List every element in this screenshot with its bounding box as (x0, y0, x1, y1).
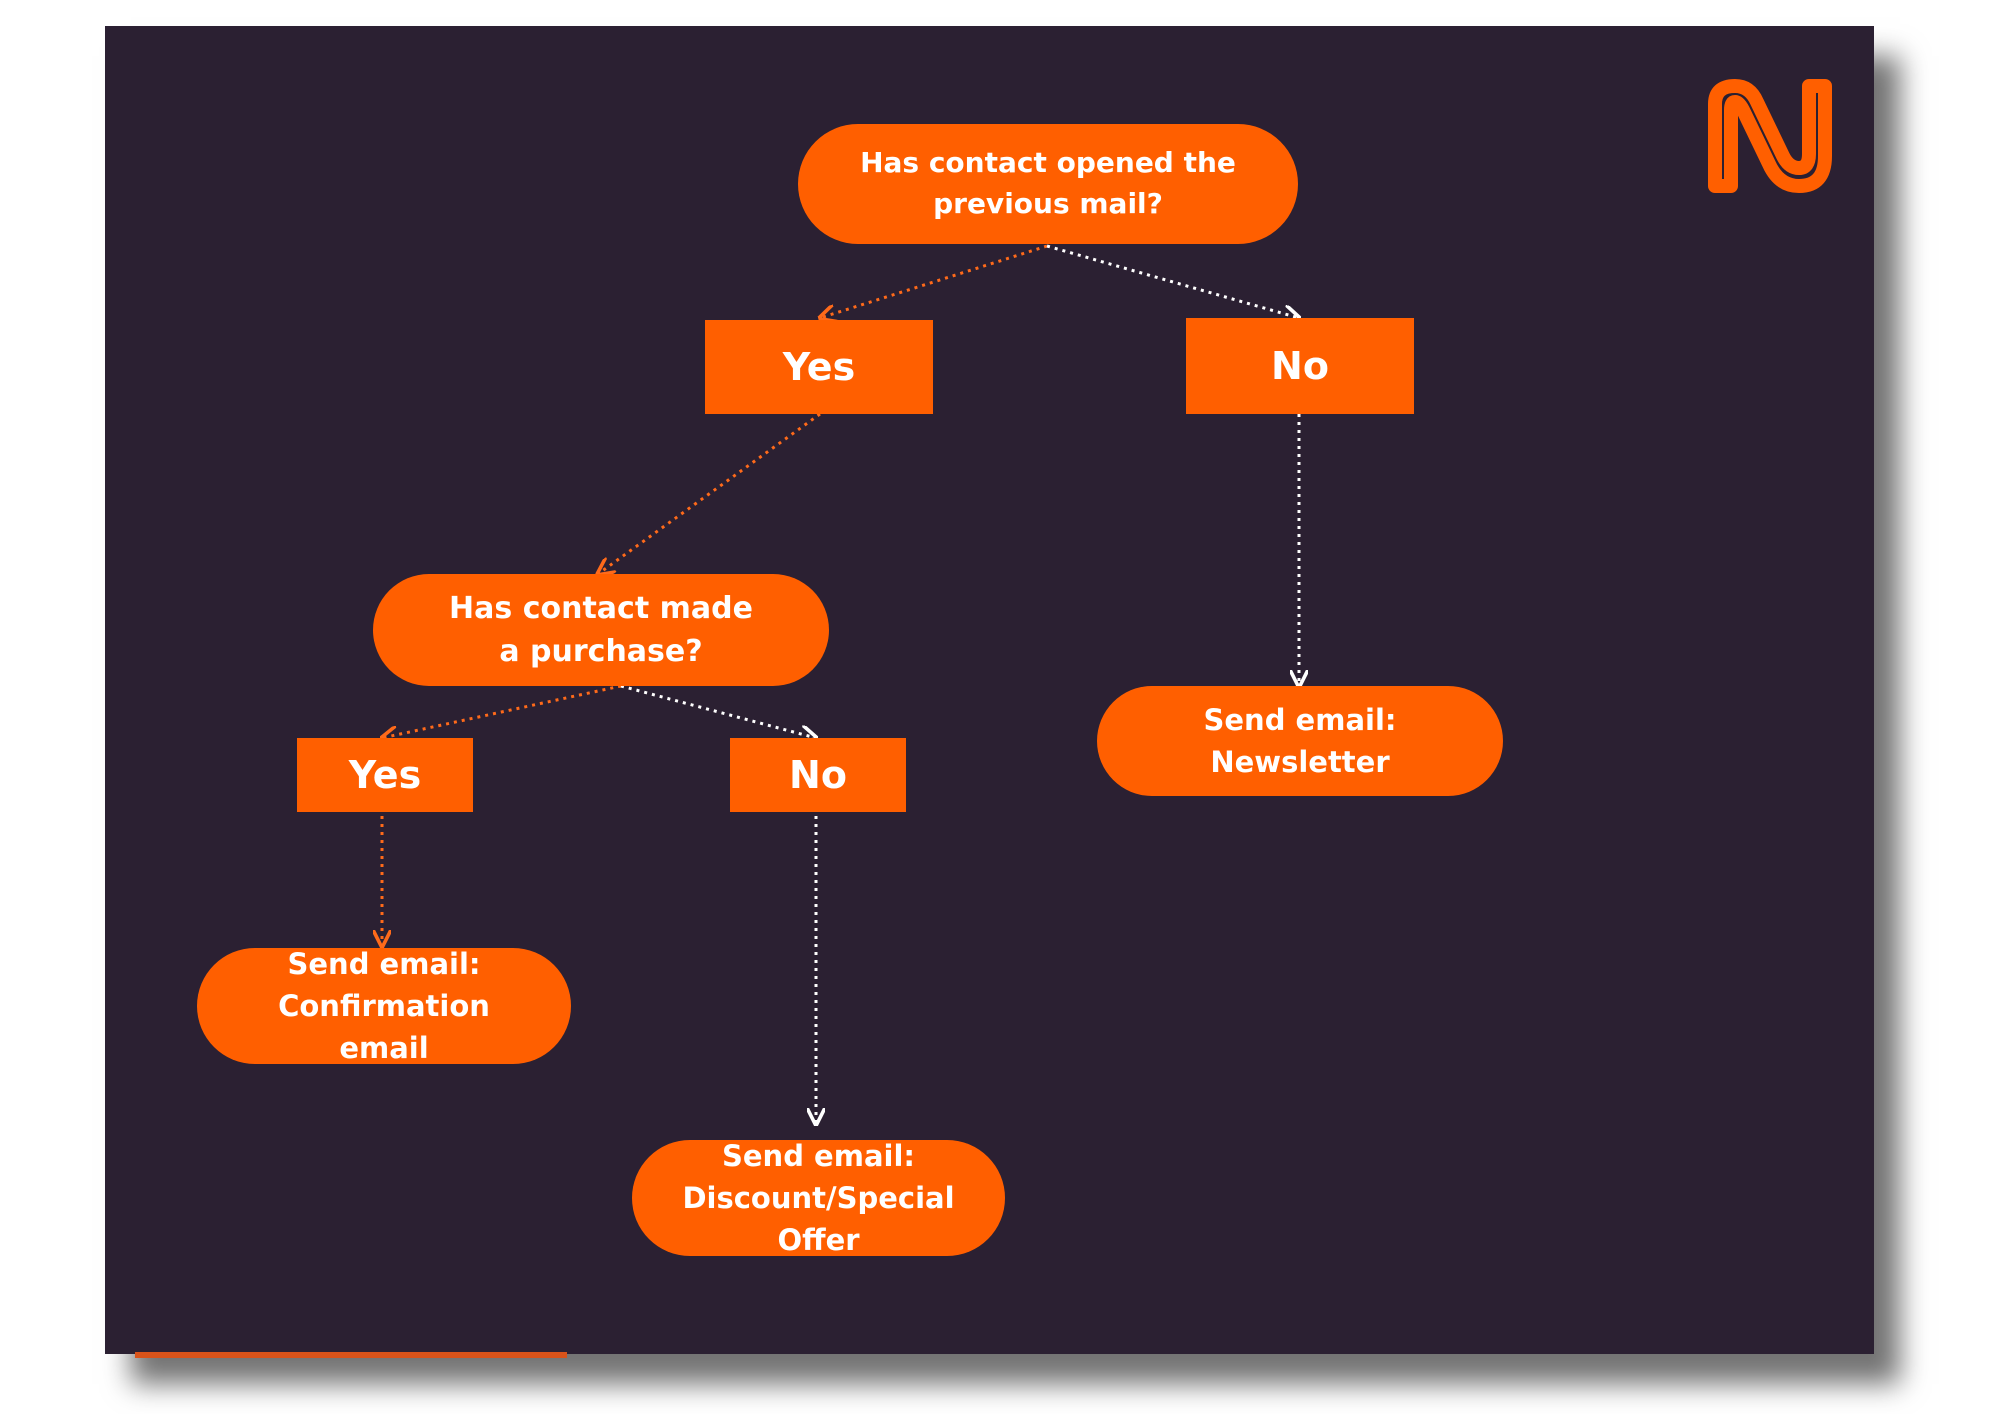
connector-yes-q2 (598, 412, 821, 574)
outcome-discount-offer: Send email: Discount/Special Offer (632, 1139, 1005, 1257)
bottom-accent-bar (135, 1352, 567, 1358)
outcome-newsletter: Send email: Newsletter (1097, 686, 1503, 796)
connectors (105, 244, 1874, 1354)
outcome-confirmation-email-label: Send email: Confirmation email (278, 946, 490, 1066)
branch-yes-purchase-label: Yes (348, 753, 422, 797)
outcome-discount-offer-label: Send email: Discount/Special Offer (682, 1138, 955, 1258)
outcome-newsletter-label: Send email: Newsletter (1203, 702, 1397, 779)
branch-yes-opened-label: Yes (782, 345, 856, 389)
branch-yes-purchase: Yes (297, 738, 473, 812)
decision-made-purchase-label: Has contact made a purchase? (449, 590, 753, 670)
decision-opened-previous-mail: Has contact opened the previous mail? (798, 124, 1298, 244)
connector-q1-no (1046, 244, 1299, 318)
diagram-canvas: Has contact opened the previous mail? Ye… (105, 26, 1874, 1358)
connector-q1-yes (820, 244, 1048, 318)
n-brand-logo-icon (1708, 79, 1832, 193)
decision-opened-previous-mail-label: Has contact opened the previous mail? (860, 146, 1236, 220)
decision-made-purchase: Has contact made a purchase? (373, 574, 829, 686)
branch-yes-opened: Yes (705, 320, 933, 414)
connector-q2-yes (382, 684, 622, 738)
branch-no-purchase: No (730, 738, 906, 812)
branch-no-opened-label: No (1271, 344, 1329, 388)
branch-no-purchase-label: No (789, 753, 847, 797)
outcome-confirmation-email: Send email: Confirmation email (197, 947, 571, 1065)
connector-q2-no (620, 684, 816, 738)
branch-no-opened: No (1186, 318, 1414, 414)
